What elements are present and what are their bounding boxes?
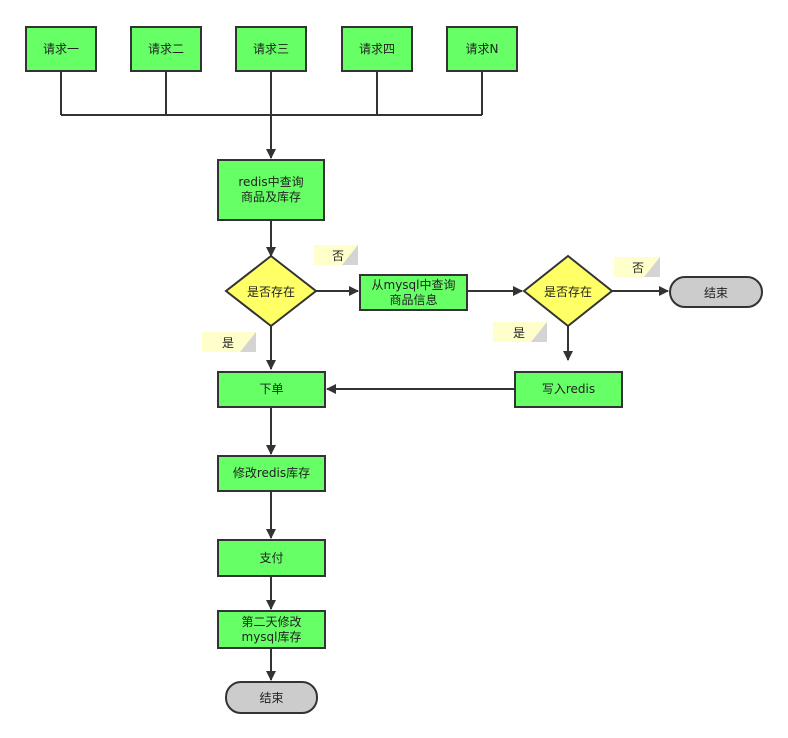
yes-note-2: 是: [493, 322, 547, 342]
decision-2-label: 是否存在: [543, 284, 592, 299]
note-fold-icon: [240, 332, 256, 352]
decision-diamond-2: [522, 254, 614, 328]
pay-box: 支付: [217, 539, 326, 577]
end-terminal-bottom: 结束: [225, 681, 318, 714]
update-redis-stock-box: 修改redis库存: [217, 455, 326, 492]
query-redis-box: redis中查询商品及库存: [217, 159, 325, 221]
yes-note-1: 是: [202, 332, 256, 352]
decision-1-label: 是否存在: [246, 284, 295, 299]
write-redis-box: 写入redis: [514, 371, 623, 408]
no-note-2: 否: [614, 257, 660, 277]
request-4-box: 请求四: [341, 26, 413, 72]
decision-diamond-1: [224, 254, 318, 328]
yes-note-1-text: 是: [222, 335, 235, 350]
request-3-box: 请求三: [235, 26, 307, 72]
yes-note-2-text: 是: [513, 325, 526, 340]
note-fold-icon: [342, 245, 358, 265]
no-note-2-text: 否: [632, 260, 645, 275]
next-day-update-mysql-box: 第二天修改mysql库存: [217, 610, 326, 649]
request-n-box: 请求N: [446, 26, 518, 72]
request-2-box: 请求二: [130, 26, 202, 72]
note-fold-icon: [531, 322, 547, 342]
query-mysql-box: 从mysql中查询商品信息: [359, 274, 468, 311]
order-box: 下单: [217, 371, 326, 408]
no-note-1: 否: [314, 245, 358, 265]
note-fold-icon: [644, 257, 660, 277]
end-terminal-right: 结束: [669, 276, 763, 308]
no-note-1-text: 否: [332, 248, 345, 263]
request-1-box: 请求一: [25, 26, 97, 72]
